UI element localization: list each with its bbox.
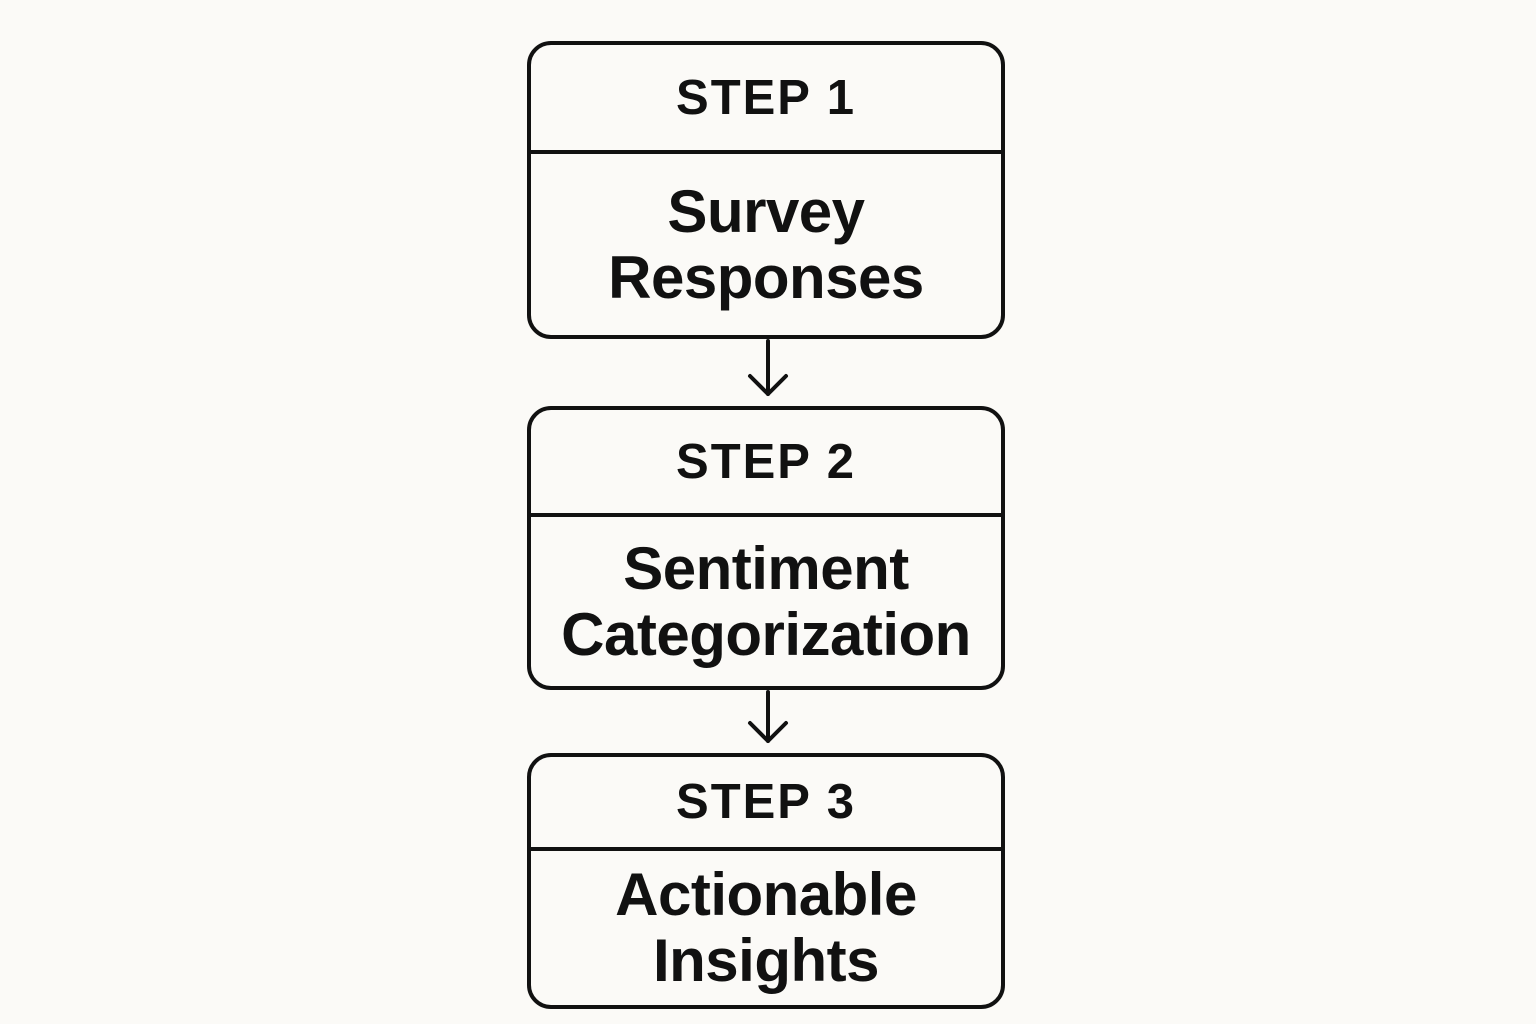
step-3-title-line-2: Insights xyxy=(652,927,880,994)
step-2-label: STEP 2 xyxy=(531,410,1001,517)
step-1-title-line-2: Responses xyxy=(608,243,924,311)
step-2-title-line-2: Categorization xyxy=(561,600,971,668)
arrow-2-to-3 xyxy=(748,690,788,743)
arrow-1-to-2 xyxy=(748,339,788,396)
step-1-box: STEP 1 Survey Responses xyxy=(527,41,1005,339)
step-3-title: Actionable Insights xyxy=(531,851,1001,1005)
step-2-box: STEP 2 Sentiment Categorization xyxy=(527,406,1005,690)
step-1-label: STEP 1 xyxy=(531,45,1001,154)
step-2-title-line-1: Sentiment xyxy=(623,534,909,602)
step-3-title-line-1: Actionable xyxy=(615,861,917,928)
step-1-title-line-1: Survey xyxy=(667,177,865,245)
step-3-label: STEP 3 xyxy=(531,757,1001,851)
step-1-title: Survey Responses xyxy=(531,154,1001,335)
step-3-box: STEP 3 Actionable Insights xyxy=(527,753,1005,1009)
step-2-title: Sentiment Categorization xyxy=(531,517,1001,686)
